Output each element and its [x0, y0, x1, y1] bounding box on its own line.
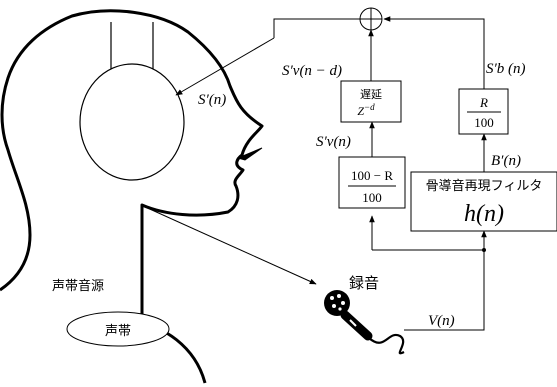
gain-numerator: 100 − R [351, 168, 393, 183]
r-denominator: 100 [474, 115, 494, 130]
s-b-prime-label: S′b (n) [486, 61, 526, 77]
r-to-sum [384, 19, 484, 89]
delay-title: 遅延 [360, 88, 382, 101]
gain-denominator: 100 [362, 190, 382, 205]
s-v-delayed-label: S′v(n − d) [282, 63, 342, 79]
s-prime-label: S′(n) [198, 92, 226, 108]
output-line [274, 19, 360, 38]
b-prime-label: B′(n) [491, 153, 521, 169]
filter-function: h(n) [464, 201, 504, 227]
filter-title: 骨導音再現フィルタ [426, 178, 543, 194]
mic-pickup-arrow [143, 206, 316, 284]
headphone-earcup [80, 64, 184, 180]
summing-junction [360, 8, 382, 30]
microphone-icon [324, 290, 404, 353]
output-to-headphone [176, 38, 274, 95]
s-v-prime-label: S′v(n) [316, 134, 351, 150]
r-numerator: R [479, 95, 488, 110]
vocal-cords-label: 声帯 [105, 324, 131, 339]
recording-label: 録音 [349, 274, 379, 292]
v-label: V(n) [428, 313, 455, 329]
vocal-source-label: 声帯音源 [52, 278, 104, 294]
